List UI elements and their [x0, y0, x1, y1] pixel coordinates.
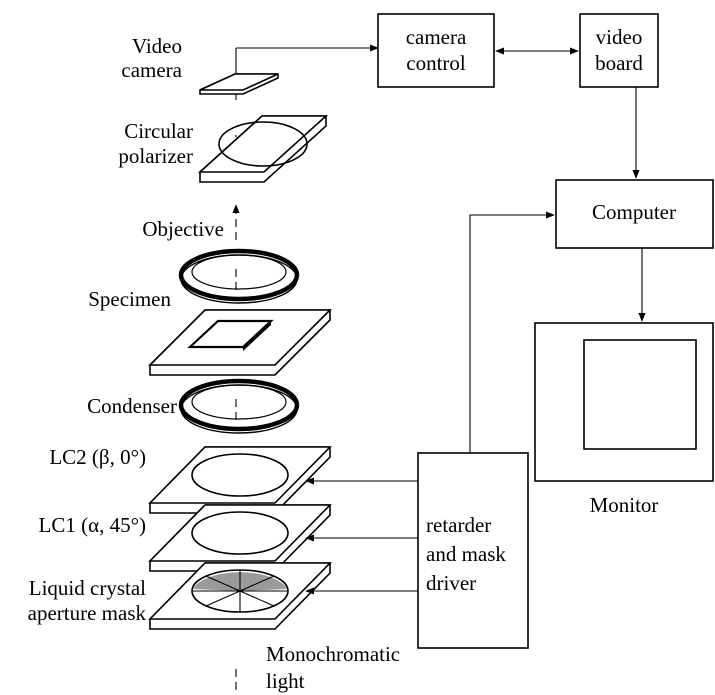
connections — [305, 47, 646, 595]
circular-polarizer — [197, 115, 329, 183]
video-board-box — [579, 13, 659, 88]
lc1-plate — [148, 504, 332, 572]
specimen-stage — [148, 309, 332, 376]
monitor — [534, 322, 714, 482]
video-camera — [199, 73, 279, 95]
label-lc2: LC2 (β, 0°) — [49, 445, 146, 469]
label-computer: Computer — [592, 200, 676, 224]
label-lc1: LC1 (α, 45°) — [39, 513, 146, 537]
condenser-lens — [178, 378, 300, 434]
aperture-mask-plate — [148, 562, 332, 630]
retarder-driver-box — [417, 452, 529, 649]
monitor-screen — [583, 339, 697, 450]
mask-spokes — [192, 570, 288, 612]
objective-lens — [178, 248, 300, 304]
label-objective: Objective — [142, 217, 224, 241]
camera-control-box — [377, 13, 495, 88]
label-specimen: Specimen — [88, 287, 171, 311]
computer-box — [555, 179, 714, 249]
lc2-plate — [148, 446, 332, 514]
label-monitor: Monitor — [590, 493, 659, 517]
label-condenser: Condenser — [87, 394, 177, 418]
